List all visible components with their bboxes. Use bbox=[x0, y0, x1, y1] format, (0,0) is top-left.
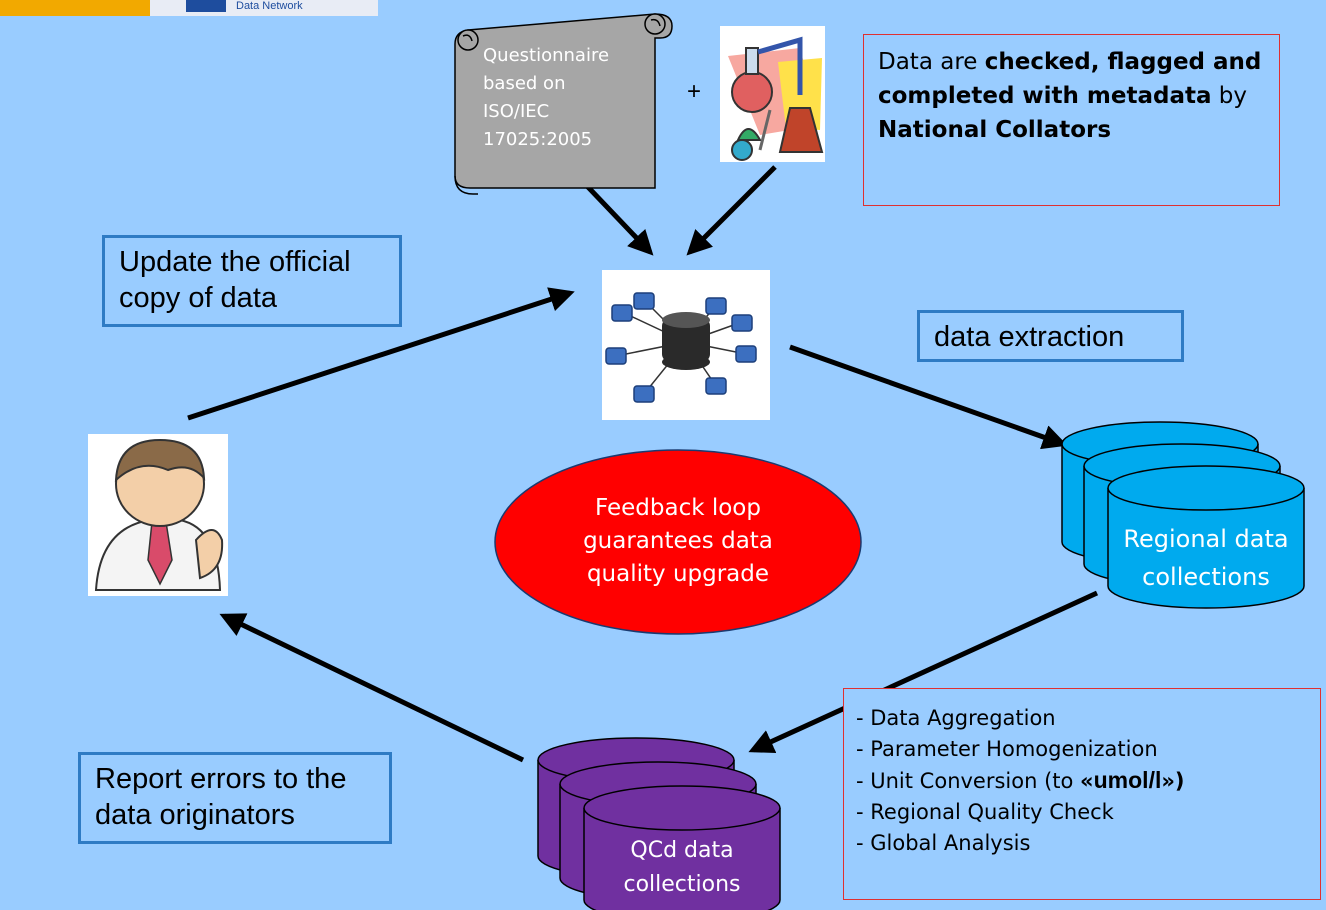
qcd-cylinder-icon bbox=[537, 737, 781, 910]
report-line-2: data originators bbox=[95, 799, 295, 831]
lab-flasks-icon bbox=[720, 26, 825, 162]
database-network-icon bbox=[602, 270, 770, 420]
regional-line-1: Regional data bbox=[1123, 525, 1289, 553]
collator-text-4: National Collators bbox=[878, 117, 1112, 143]
questionnaire-line-2: based on bbox=[483, 73, 566, 94]
feedback-oval-text: Feedback loop guarantees data quality up… bbox=[520, 492, 836, 591]
feedback-oval bbox=[494, 449, 862, 635]
qcd-line-1: QCd data bbox=[630, 838, 734, 863]
feedback-line-3: quality upgrade bbox=[586, 561, 770, 587]
scroll-icon bbox=[454, 13, 673, 195]
feedback-line-1: Feedback loop bbox=[595, 495, 761, 521]
unit-close-quote: ») bbox=[1161, 769, 1185, 793]
collator-text-2: checked, flagged and completed with meta… bbox=[878, 49, 1262, 109]
collator-check-box: Data are checked, flagged and completed … bbox=[863, 34, 1280, 206]
unit-conversion-text: - Unit Conversion (to bbox=[856, 769, 1081, 793]
process-step-global-analysis: - Global Analysis bbox=[856, 831, 1031, 855]
unit-open-quote: « bbox=[1080, 769, 1094, 793]
qcd-data-label: QCd data collections bbox=[584, 834, 780, 902]
logo-text: Data Network bbox=[236, 0, 303, 12]
process-step-unit-conversion: - Unit Conversion (to «umol/l») bbox=[856, 765, 1308, 797]
process-step-quality-check: - Regional Quality Check bbox=[856, 800, 1114, 824]
person-icon bbox=[88, 434, 228, 596]
questionnaire-line-4: 17025:2005 bbox=[483, 129, 593, 150]
arrow-db-to-regional bbox=[789, 344, 1068, 450]
arrow-regional-to-qcd bbox=[748, 590, 1099, 754]
regional-line-2: collections bbox=[1142, 563, 1270, 591]
questionnaire-line-3: ISO/IEC bbox=[483, 101, 550, 122]
logo bbox=[0, 0, 378, 16]
feedback-line-2: guarantees data bbox=[583, 528, 773, 554]
qcd-line-2: collections bbox=[623, 872, 741, 897]
regional-cylinder-icon bbox=[1061, 421, 1305, 609]
plus-sign: + bbox=[687, 78, 702, 105]
arrow-lab-to-db bbox=[686, 165, 777, 256]
collator-text-1: Data are bbox=[878, 49, 985, 75]
process-steps-box: - Data Aggregation - Parameter Homogeniz… bbox=[843, 688, 1321, 900]
questionnaire-text: Questionnaire based on ISO/IEC 17025:200… bbox=[483, 42, 609, 154]
regional-data-label: Regional data collections bbox=[1108, 520, 1304, 596]
process-step-homogenization: - Parameter Homogenization bbox=[856, 737, 1158, 761]
arrow-qcd-to-person bbox=[219, 613, 525, 763]
report-line-1: Report errors to the bbox=[95, 763, 347, 795]
unit-value: umol/l bbox=[1093, 767, 1162, 793]
collator-text-3: by bbox=[1211, 83, 1248, 109]
data-extraction-box: data extraction bbox=[917, 310, 1184, 362]
process-step-aggregation: - Data Aggregation bbox=[856, 706, 1056, 730]
questionnaire-line-1: Questionnaire bbox=[483, 45, 610, 66]
update-line-2: copy of data bbox=[119, 282, 277, 314]
update-official-copy-box: Update the official copy of data bbox=[102, 235, 402, 327]
arrow-person-to-db bbox=[187, 287, 575, 421]
update-line-1: Update the official bbox=[119, 246, 351, 278]
report-errors-box: Report errors to the data originators bbox=[78, 752, 392, 844]
data-extraction-label: data extraction bbox=[934, 321, 1125, 353]
